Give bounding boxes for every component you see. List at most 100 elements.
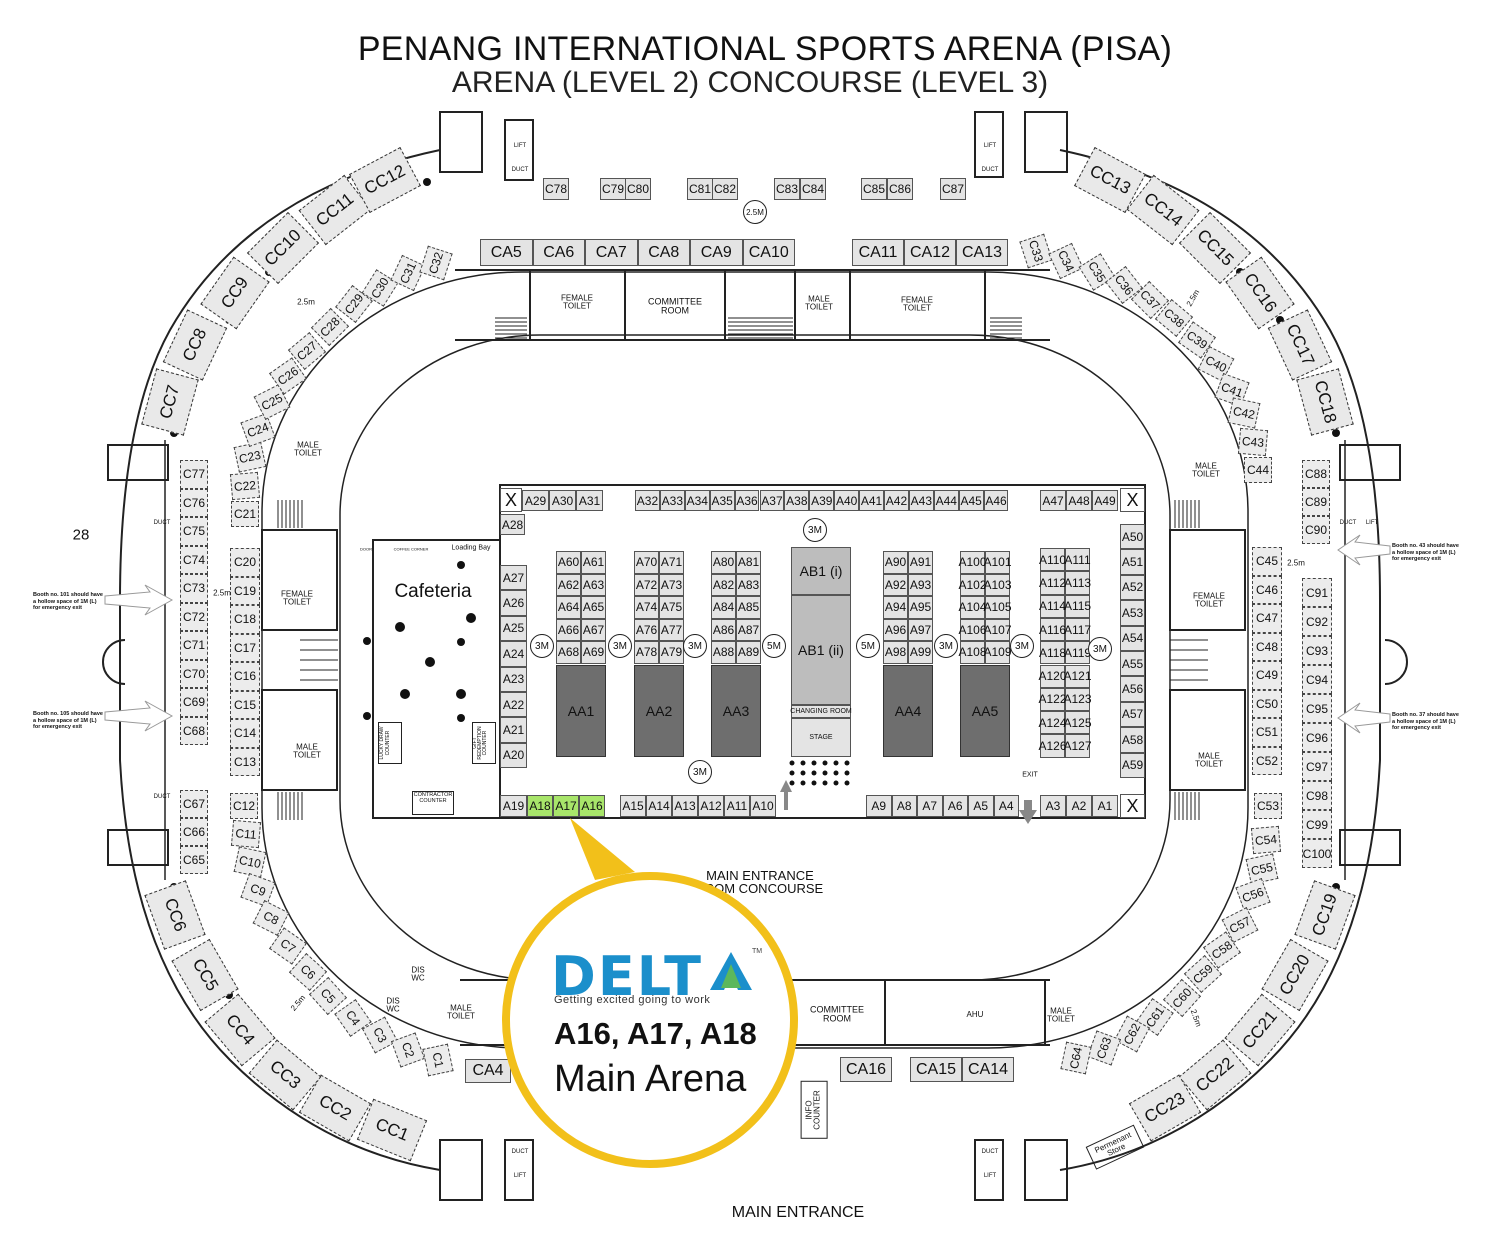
- booth-ca14: CA14: [962, 1057, 1014, 1082]
- booth-a114: A114: [1039, 594, 1066, 618]
- booth-a72: A72: [634, 573, 659, 596]
- booth-a79: A79: [659, 641, 684, 664]
- booth-ca7: CA7: [585, 239, 638, 266]
- duct-label: DUCT: [153, 520, 171, 526]
- booth-a123: A123: [1063, 687, 1092, 712]
- booth-c82: C82: [712, 178, 738, 200]
- booth-c16: C16: [230, 662, 260, 691]
- spacing-marker: 3M: [803, 518, 827, 542]
- booth-a25: A25: [500, 615, 527, 642]
- booth-c22: C22: [229, 471, 261, 501]
- booth-a32: A32: [635, 490, 660, 511]
- booth-a107: A107: [983, 618, 1012, 641]
- spacing-marker: 5M: [762, 634, 786, 658]
- booth-c53: C53: [1254, 793, 1282, 819]
- booth-a69: A69: [581, 641, 606, 664]
- booth-a57: A57: [1120, 701, 1145, 728]
- booth-c20: C20: [230, 548, 260, 577]
- booth-c54: C54: [1250, 825, 1282, 855]
- booth-ab1-ii-: AB1 (ii): [791, 595, 851, 705]
- booth-c76: C76: [180, 488, 208, 517]
- booth-c92: C92: [1302, 607, 1332, 636]
- booth-a76: A76: [634, 618, 659, 641]
- label-28: 28: [72, 526, 90, 544]
- booth-c89: C89: [1302, 488, 1330, 516]
- booth-a30: A30: [549, 490, 576, 511]
- booth-ca11: CA11: [852, 239, 904, 266]
- booth-c65: C65: [180, 846, 208, 874]
- booth-a5: A5: [968, 795, 994, 817]
- booth-a15: A15: [620, 795, 646, 817]
- booth-c100: C100: [1302, 839, 1332, 868]
- booth-c51: C51: [1252, 718, 1282, 747]
- booth-a45: A45: [958, 490, 984, 511]
- booth-a71: A71: [659, 551, 684, 574]
- delta-logo: DELT: [551, 945, 704, 1008]
- booth-a58: A58: [1120, 727, 1145, 753]
- booth-a55: A55: [1120, 651, 1145, 677]
- booth-a104: A104: [958, 596, 987, 619]
- booth-c88: C88: [1302, 460, 1330, 488]
- booth-c50: C50: [1252, 689, 1282, 718]
- spacing-marker: 3M: [1088, 637, 1112, 661]
- booth-c67: C67: [180, 790, 208, 818]
- room-info-counter: INFO COUNTER: [800, 1081, 828, 1139]
- booth-ca4: CA4: [465, 1059, 511, 1083]
- booth-ca13: CA13: [956, 239, 1008, 266]
- room-ahu: AHU: [966, 1009, 984, 1019]
- room-female-toilet: FEMALE TOILET: [900, 295, 934, 313]
- booth-a91: A91: [908, 551, 933, 574]
- booth-c98: C98: [1302, 781, 1332, 810]
- room-male-toilet: MALE TOILET: [447, 1003, 475, 1021]
- emergency-note: Booth no. 101 should have a hollow space…: [33, 592, 103, 612]
- booth-c19: C19: [230, 576, 260, 605]
- booth-c91: C91: [1302, 578, 1332, 607]
- booth-a62: A62: [556, 573, 581, 596]
- booth-c80: C80: [625, 178, 651, 200]
- booth-a67: A67: [581, 618, 606, 641]
- booth-a31: A31: [576, 490, 603, 511]
- spacing-marker: 3M: [934, 634, 958, 658]
- booth-a115: A115: [1064, 594, 1091, 618]
- booth-c1: C1: [422, 1043, 454, 1077]
- booth-a121: A121: [1063, 664, 1092, 688]
- booth-c90: C90: [1302, 516, 1330, 544]
- booth-c84: C84: [800, 178, 826, 200]
- booth-ab1-i-: AB1 (i): [791, 547, 851, 595]
- booth-c93: C93: [1302, 636, 1332, 665]
- booth-c97: C97: [1302, 752, 1332, 781]
- booth-a14: A14: [646, 795, 672, 817]
- emergency-note: Booth no. 43 should have a hollow space …: [1392, 543, 1459, 563]
- booth-a80: A80: [711, 551, 736, 574]
- booth-a37: A37: [759, 490, 785, 511]
- booth-c46: C46: [1252, 575, 1282, 604]
- room-male-toilet: MALE TOILET: [294, 440, 322, 458]
- room-female-toilet: FEMALE TOILET: [280, 589, 314, 607]
- duct-label: DUCT: [1339, 520, 1357, 526]
- booth-x: X: [1120, 488, 1145, 512]
- room-male-toilet: MALE TOILET: [1047, 1006, 1075, 1024]
- duct-label: DUCT: [981, 167, 999, 173]
- booth-a36: A36: [734, 490, 760, 511]
- lift-label: LIFT: [983, 1173, 997, 1179]
- booth-c12: C12: [230, 793, 258, 819]
- booth-a64: A64: [556, 596, 581, 619]
- booth-a1: A1: [1092, 795, 1118, 817]
- booth-a108: A108: [958, 641, 987, 664]
- room-female-toilet: FEMALE TOILET: [1192, 591, 1226, 609]
- emergency-note: Booth no. 37 should have a hollow space …: [1392, 712, 1459, 732]
- main-entrance-label: MAIN ENTRANCE: [731, 1204, 865, 1221]
- booth-a3: A3: [1040, 795, 1066, 817]
- booth-a95: A95: [908, 596, 933, 619]
- exit-arrow-icon: [1019, 800, 1037, 824]
- booth-a47: A47: [1040, 490, 1066, 511]
- duct-label: DUCT: [511, 1149, 529, 1155]
- booth-c18: C18: [230, 605, 260, 634]
- booth-a110: A110: [1039, 548, 1066, 572]
- booth-a81: A81: [736, 551, 761, 574]
- booth-c74: C74: [180, 545, 208, 574]
- exhibitor-callout: [502, 872, 798, 1168]
- booth-a44: A44: [933, 490, 959, 511]
- entry-arrow-icon: [780, 780, 792, 810]
